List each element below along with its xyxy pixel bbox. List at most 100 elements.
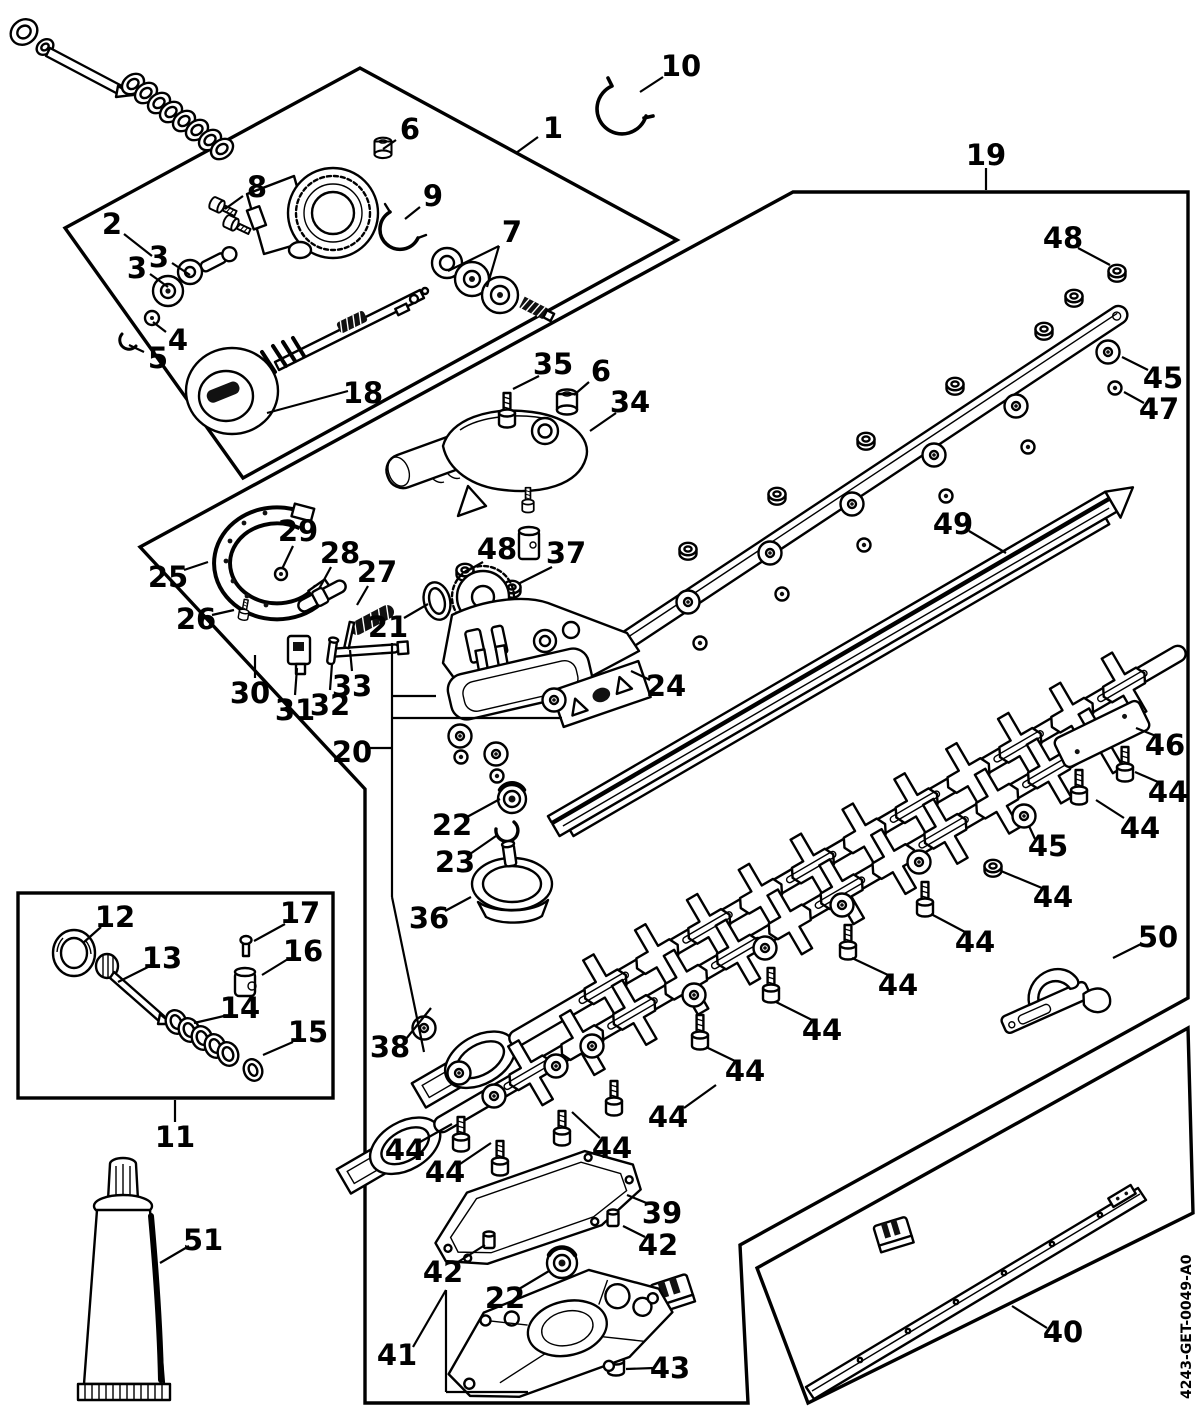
part-callout-5: 5 xyxy=(148,341,168,375)
region-cutter-bar-assembly-19 xyxy=(137,190,1190,1405)
part-callout-44: 44 xyxy=(955,925,995,959)
part-callout-44: 44 xyxy=(648,1100,688,1134)
leader-line-21 xyxy=(403,603,429,619)
part-callout-44: 44 xyxy=(425,1155,465,1189)
part-illustration-coupling-18 xyxy=(184,286,430,436)
part-callout-44: 44 xyxy=(592,1131,632,1165)
part-callout-14: 14 xyxy=(220,991,260,1025)
part-callout-22: 22 xyxy=(485,1281,525,1315)
leader-line-44 xyxy=(1000,869,1043,890)
part-callout-2: 2 xyxy=(102,207,122,241)
leader-line-44 xyxy=(419,1123,453,1143)
part-callout-35: 35 xyxy=(533,347,573,381)
part-callout-16: 16 xyxy=(283,934,323,968)
leader-line-47 xyxy=(1123,391,1145,404)
part-callout-24: 24 xyxy=(646,669,686,703)
leader-line-29 xyxy=(281,545,294,570)
part-illustration-blade-lower-38 xyxy=(335,698,1140,1195)
part-callout-15: 15 xyxy=(288,1015,328,1049)
leader-line-46 xyxy=(1135,726,1157,738)
leader-line-2 xyxy=(123,233,153,257)
leader-line-42 xyxy=(457,1244,486,1263)
part-callout-40: 40 xyxy=(1043,1315,1083,1349)
part-callout-42: 42 xyxy=(638,1228,678,1262)
part-callout-13: 13 xyxy=(142,941,182,975)
part-callout-45: 45 xyxy=(1143,361,1183,395)
leader-line-10 xyxy=(639,76,664,93)
leader-line-22 xyxy=(466,798,501,818)
leader-line-39 xyxy=(626,1193,650,1206)
part-callout-44: 44 xyxy=(385,1133,425,1167)
part-callout-31: 31 xyxy=(275,693,315,727)
part-callout-46: 46 xyxy=(1145,728,1185,762)
part-callout-11: 11 xyxy=(155,1120,195,1154)
leader-line-32 xyxy=(328,663,334,691)
region-blade-guard-40 xyxy=(754,1025,1195,1406)
part-illustration-rail-49 xyxy=(546,486,1135,838)
leader-line-44 xyxy=(705,1046,736,1062)
part-callout-38: 38 xyxy=(370,1030,410,1064)
leader-line-13 xyxy=(117,966,149,983)
part-callout-4: 4 xyxy=(168,323,188,357)
leader-line-34 xyxy=(589,412,617,432)
part-callout-19: 19 xyxy=(966,138,1006,172)
leader-line-45 xyxy=(1121,356,1149,371)
part-callout-10: 10 xyxy=(661,49,701,83)
part-callout-44: 44 xyxy=(1120,811,1160,845)
leader-line-27 xyxy=(356,585,369,606)
leader-line-50 xyxy=(1112,943,1142,959)
leader-line-14 xyxy=(193,1014,225,1025)
leader-line-9 xyxy=(404,206,421,220)
part-illustration-clip-10 xyxy=(595,76,655,136)
leader-line-44 xyxy=(851,957,889,976)
part-illustration-drive-parts xyxy=(447,687,567,924)
leader-line-48 xyxy=(468,561,484,571)
leader-line-44 xyxy=(459,1142,492,1165)
part-illustration-cover-41 xyxy=(447,1268,674,1398)
part-callout-3: 3 xyxy=(127,251,147,285)
leader-line-44 xyxy=(775,1001,813,1021)
leader-line-51 xyxy=(159,1245,190,1264)
leader-line-4 xyxy=(152,321,167,333)
part-callout-30: 30 xyxy=(230,676,270,710)
region-service-kit-11 xyxy=(16,891,335,1100)
part-callout-23: 23 xyxy=(435,845,475,879)
part-illustration-handle-34 xyxy=(385,388,589,599)
leader-line-5 xyxy=(128,344,145,353)
part-callout-33: 33 xyxy=(332,669,372,703)
part-callout-20: 20 xyxy=(332,735,372,769)
part-callout-36: 36 xyxy=(409,901,449,935)
leader-line-16 xyxy=(261,958,289,976)
leader-line-17 xyxy=(253,923,286,942)
part-callout-18: 18 xyxy=(343,376,383,410)
leader-line-48 xyxy=(1077,247,1111,266)
part-illustration-blade-upper-38 xyxy=(410,642,1187,1109)
part-illustrations xyxy=(9,18,1187,1402)
leader-line-43 xyxy=(625,1366,655,1371)
leader-line-12 xyxy=(82,926,102,944)
leader-line-24 xyxy=(630,670,651,681)
part-callout-44: 44 xyxy=(1033,880,1073,914)
leader-line-44 xyxy=(930,913,966,933)
part-callout-7: 7 xyxy=(502,215,522,249)
leader-line-42 xyxy=(622,1225,646,1238)
part-callout-6: 6 xyxy=(400,112,420,146)
part-callout-34: 34 xyxy=(610,385,650,419)
leader-line-36 xyxy=(444,896,472,912)
part-callout-28: 28 xyxy=(320,536,360,570)
drawing-number: 4243-GET-0049-A0 xyxy=(1179,1254,1195,1399)
part-illustration-grease-tube-51 xyxy=(76,1156,172,1402)
part-callout-3: 3 xyxy=(149,240,169,274)
part-illustration-gearhead-housing xyxy=(118,136,428,351)
part-callout-29: 29 xyxy=(278,514,318,548)
leader-line-37 xyxy=(517,566,553,585)
leader-line-31 xyxy=(293,667,299,696)
part-callout-32: 32 xyxy=(310,688,350,722)
part-callout-39: 39 xyxy=(642,1196,682,1230)
part-callout-47: 47 xyxy=(1139,392,1179,426)
leader-line-3 xyxy=(171,262,191,276)
part-callout-25: 25 xyxy=(148,560,188,594)
part-illustration-bottom-small-parts xyxy=(482,1208,697,1377)
